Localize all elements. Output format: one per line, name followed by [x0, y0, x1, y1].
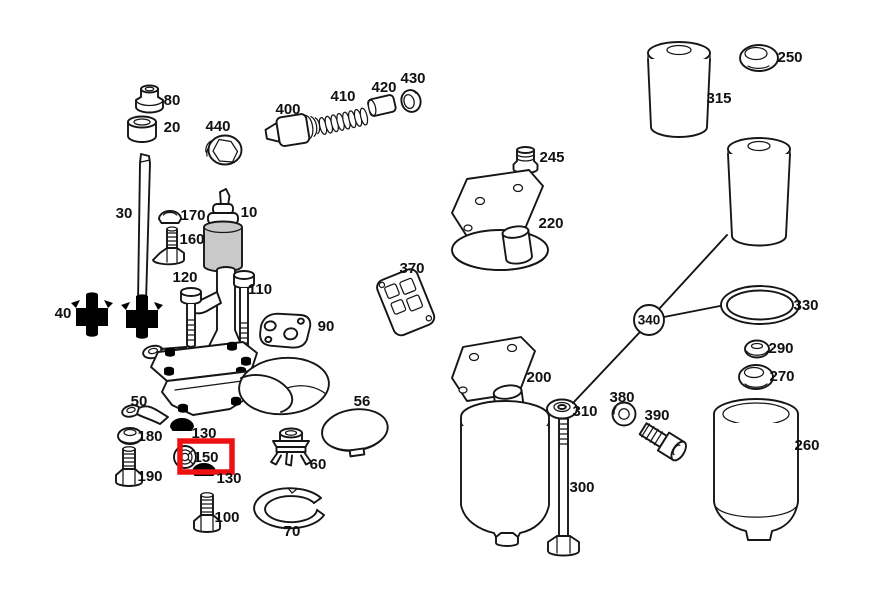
part-310-grommet — [546, 398, 578, 420]
part-label-340[interactable]: 340 — [638, 313, 661, 328]
part-label-315[interactable]: 315 — [706, 90, 731, 107]
part-label-56[interactable]: 56 — [354, 393, 371, 410]
part-190-bolt — [115, 446, 143, 487]
part-20-bushing — [127, 115, 157, 143]
part-label-30[interactable]: 30 — [116, 205, 133, 222]
part-30-rod — [137, 153, 151, 303]
part-70-snap-ring — [253, 487, 325, 530]
part-label-380[interactable]: 380 — [609, 389, 634, 406]
pump-body-assembly — [142, 341, 258, 416]
part-label-250[interactable]: 250 — [777, 49, 802, 66]
part-130-cap-upper — [170, 418, 194, 431]
part-label-330[interactable]: 330 — [793, 297, 818, 314]
part-250-seal — [739, 44, 779, 72]
part-160-bolt — [152, 226, 185, 266]
part-330-o-ring — [720, 285, 800, 325]
part-label-170[interactable]: 170 — [180, 207, 205, 224]
part-label-80[interactable]: 80 — [164, 92, 181, 109]
part-290-washer — [744, 339, 770, 359]
part-270-seal — [738, 364, 774, 390]
part-label-60[interactable]: 60 — [310, 456, 327, 473]
part-label-390[interactable]: 390 — [644, 407, 669, 424]
part-label-300[interactable]: 300 — [569, 479, 594, 496]
part-label-70[interactable]: 70 — [284, 523, 301, 540]
part-120-bolt — [180, 287, 202, 348]
part-label-160[interactable]: 160 — [179, 231, 204, 248]
part-label-440[interactable]: 440 — [205, 118, 230, 135]
part-440-plug — [205, 134, 243, 166]
part-170-cap — [158, 210, 182, 224]
filter-element-secondary — [727, 137, 791, 247]
part-80-bushing — [135, 84, 164, 114]
filter-canister-body — [460, 400, 550, 547]
part-label-180[interactable]: 180 — [137, 428, 162, 445]
part-label-270[interactable]: 270 — [769, 368, 794, 385]
part-label-245[interactable]: 245 — [539, 149, 564, 166]
part-label-200[interactable]: 200 — [526, 369, 551, 386]
part-label-10[interactable]: 10 — [241, 204, 258, 221]
part-label-130-upper[interactable]: 130 — [191, 425, 216, 442]
part-180-washer — [117, 427, 143, 445]
part-label-50[interactable]: 50 — [131, 393, 148, 410]
part-390-bolt — [638, 422, 687, 462]
part-400-piston — [264, 113, 321, 147]
part-315-filter-element — [647, 41, 711, 138]
part-380-washer — [611, 401, 637, 427]
part-90-gasket — [259, 312, 312, 349]
part-56-cover — [321, 408, 389, 458]
part-label-310[interactable]: 310 — [572, 403, 597, 420]
part-label-220[interactable]: 220 — [538, 215, 563, 232]
part-label-290[interactable]: 290 — [768, 340, 793, 357]
part-label-190[interactable]: 190 — [137, 468, 162, 485]
part-370-gasket — [376, 268, 436, 337]
callout-340 — [572, 234, 728, 404]
part-40-gear — [71, 292, 113, 337]
part-50-bracket — [121, 404, 169, 425]
part-10-pump-piston — [190, 188, 248, 359]
rod-gear — [121, 294, 163, 339]
part-220-filter-head — [451, 169, 549, 271]
windage-disc — [238, 356, 330, 416]
highlight-box-150 — [177, 438, 235, 475]
part-label-110[interactable]: 110 — [248, 281, 272, 298]
part-430-ring — [400, 89, 422, 113]
part-label-120[interactable]: 120 — [172, 269, 197, 286]
part-label-90[interactable]: 90 — [318, 318, 335, 335]
part-410-spring — [318, 107, 369, 135]
part-260-canister — [713, 398, 799, 541]
part-60-valve — [270, 427, 312, 467]
part-100-bolt — [193, 492, 221, 533]
part-245-plug — [512, 146, 539, 174]
part-label-40[interactable]: 40 — [55, 305, 72, 322]
part-label-400[interactable]: 400 — [275, 101, 300, 118]
part-label-130-lower[interactable]: 130 — [216, 470, 241, 487]
part-label-150[interactable]: 150 — [193, 449, 218, 466]
part-420-sleeve — [367, 94, 397, 117]
part-label-420[interactable]: 420 — [371, 79, 396, 96]
part-label-430[interactable]: 430 — [400, 70, 425, 87]
part-label-260[interactable]: 260 — [794, 437, 819, 454]
part-label-410[interactable]: 410 — [330, 88, 355, 105]
part-label-370[interactable]: 370 — [399, 260, 424, 277]
part-label-20[interactable]: 20 — [164, 119, 181, 136]
part-label-100[interactable]: 100 — [214, 509, 239, 526]
